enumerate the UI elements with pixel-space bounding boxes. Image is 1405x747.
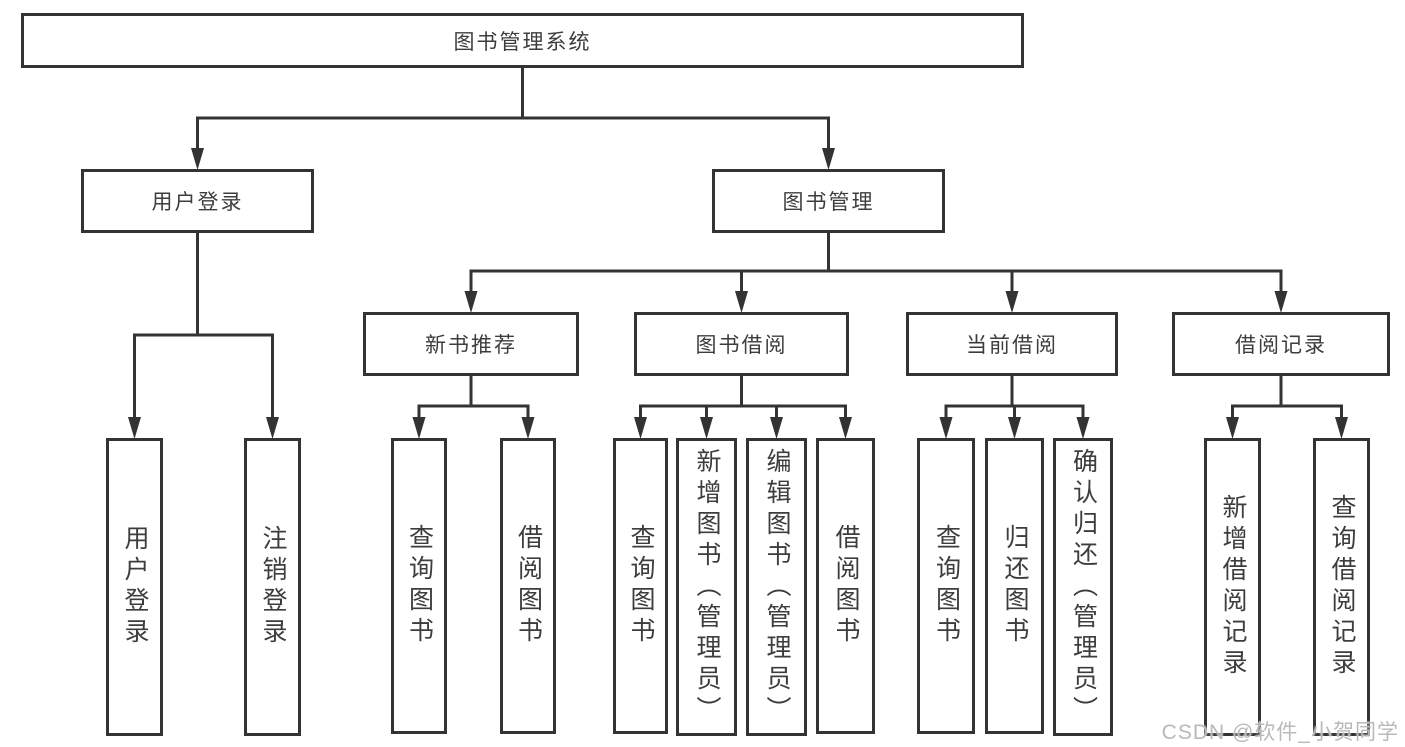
node-label: 新增借阅记录 [1219, 494, 1247, 680]
node-leaf-return-books: 归还图书 [985, 438, 1044, 734]
node-label: 新增图书（管理员） [693, 447, 721, 727]
node-label: 注销登录 [259, 525, 287, 649]
node-label: 借阅图书 [832, 524, 860, 648]
node-label: 借阅图书 [514, 524, 543, 648]
node-leaf-user-login: 用户登录 [106, 438, 163, 736]
node-label: 用户登录 [121, 525, 149, 649]
node-label: 编辑图书（管理员） [763, 447, 791, 727]
node-leaf-search-books-2: 查询图书 [613, 438, 668, 734]
node-leaf-search-books: 查询图书 [391, 438, 447, 734]
node-library-management-system: 图书管理系统 [21, 13, 1024, 68]
node-book-borrowing: 图书借阅 [634, 312, 849, 376]
node-label: 查询图书 [932, 524, 961, 648]
node-borrowing-records: 借阅记录 [1172, 312, 1390, 376]
node-label: 确认归还（管理员） [1069, 447, 1098, 727]
node-leaf-add-book-admin: 新增图书（管理员） [676, 438, 737, 736]
node-leaf-add-borrow-record: 新增借阅记录 [1204, 438, 1261, 736]
node-leaf-logout: 注销登录 [244, 438, 301, 736]
node-user-login: 用户登录 [81, 169, 314, 233]
watermark: CSDN @软件_小贺同学 [1161, 721, 1399, 744]
node-leaf-borrow-books-2: 借阅图书 [816, 438, 875, 734]
node-current-borrowing: 当前借阅 [906, 312, 1118, 376]
node-label: 归还图书 [1001, 524, 1029, 648]
node-book-management: 图书管理 [712, 169, 945, 233]
node-label: 查询图书 [405, 524, 434, 648]
node-leaf-search-books-3: 查询图书 [917, 438, 975, 734]
node-leaf-borrow-books: 借阅图书 [500, 438, 556, 734]
node-label: 查询借阅记录 [1328, 494, 1356, 680]
node-leaf-search-borrow-record: 查询借阅记录 [1313, 438, 1370, 736]
node-label: 查询图书 [627, 524, 655, 648]
node-leaf-edit-book-admin: 编辑图书（管理员） [746, 438, 807, 736]
node-leaf-confirm-return-admin: 确认归还（管理员） [1053, 438, 1113, 736]
node-new-book-recommendation: 新书推荐 [363, 312, 579, 376]
